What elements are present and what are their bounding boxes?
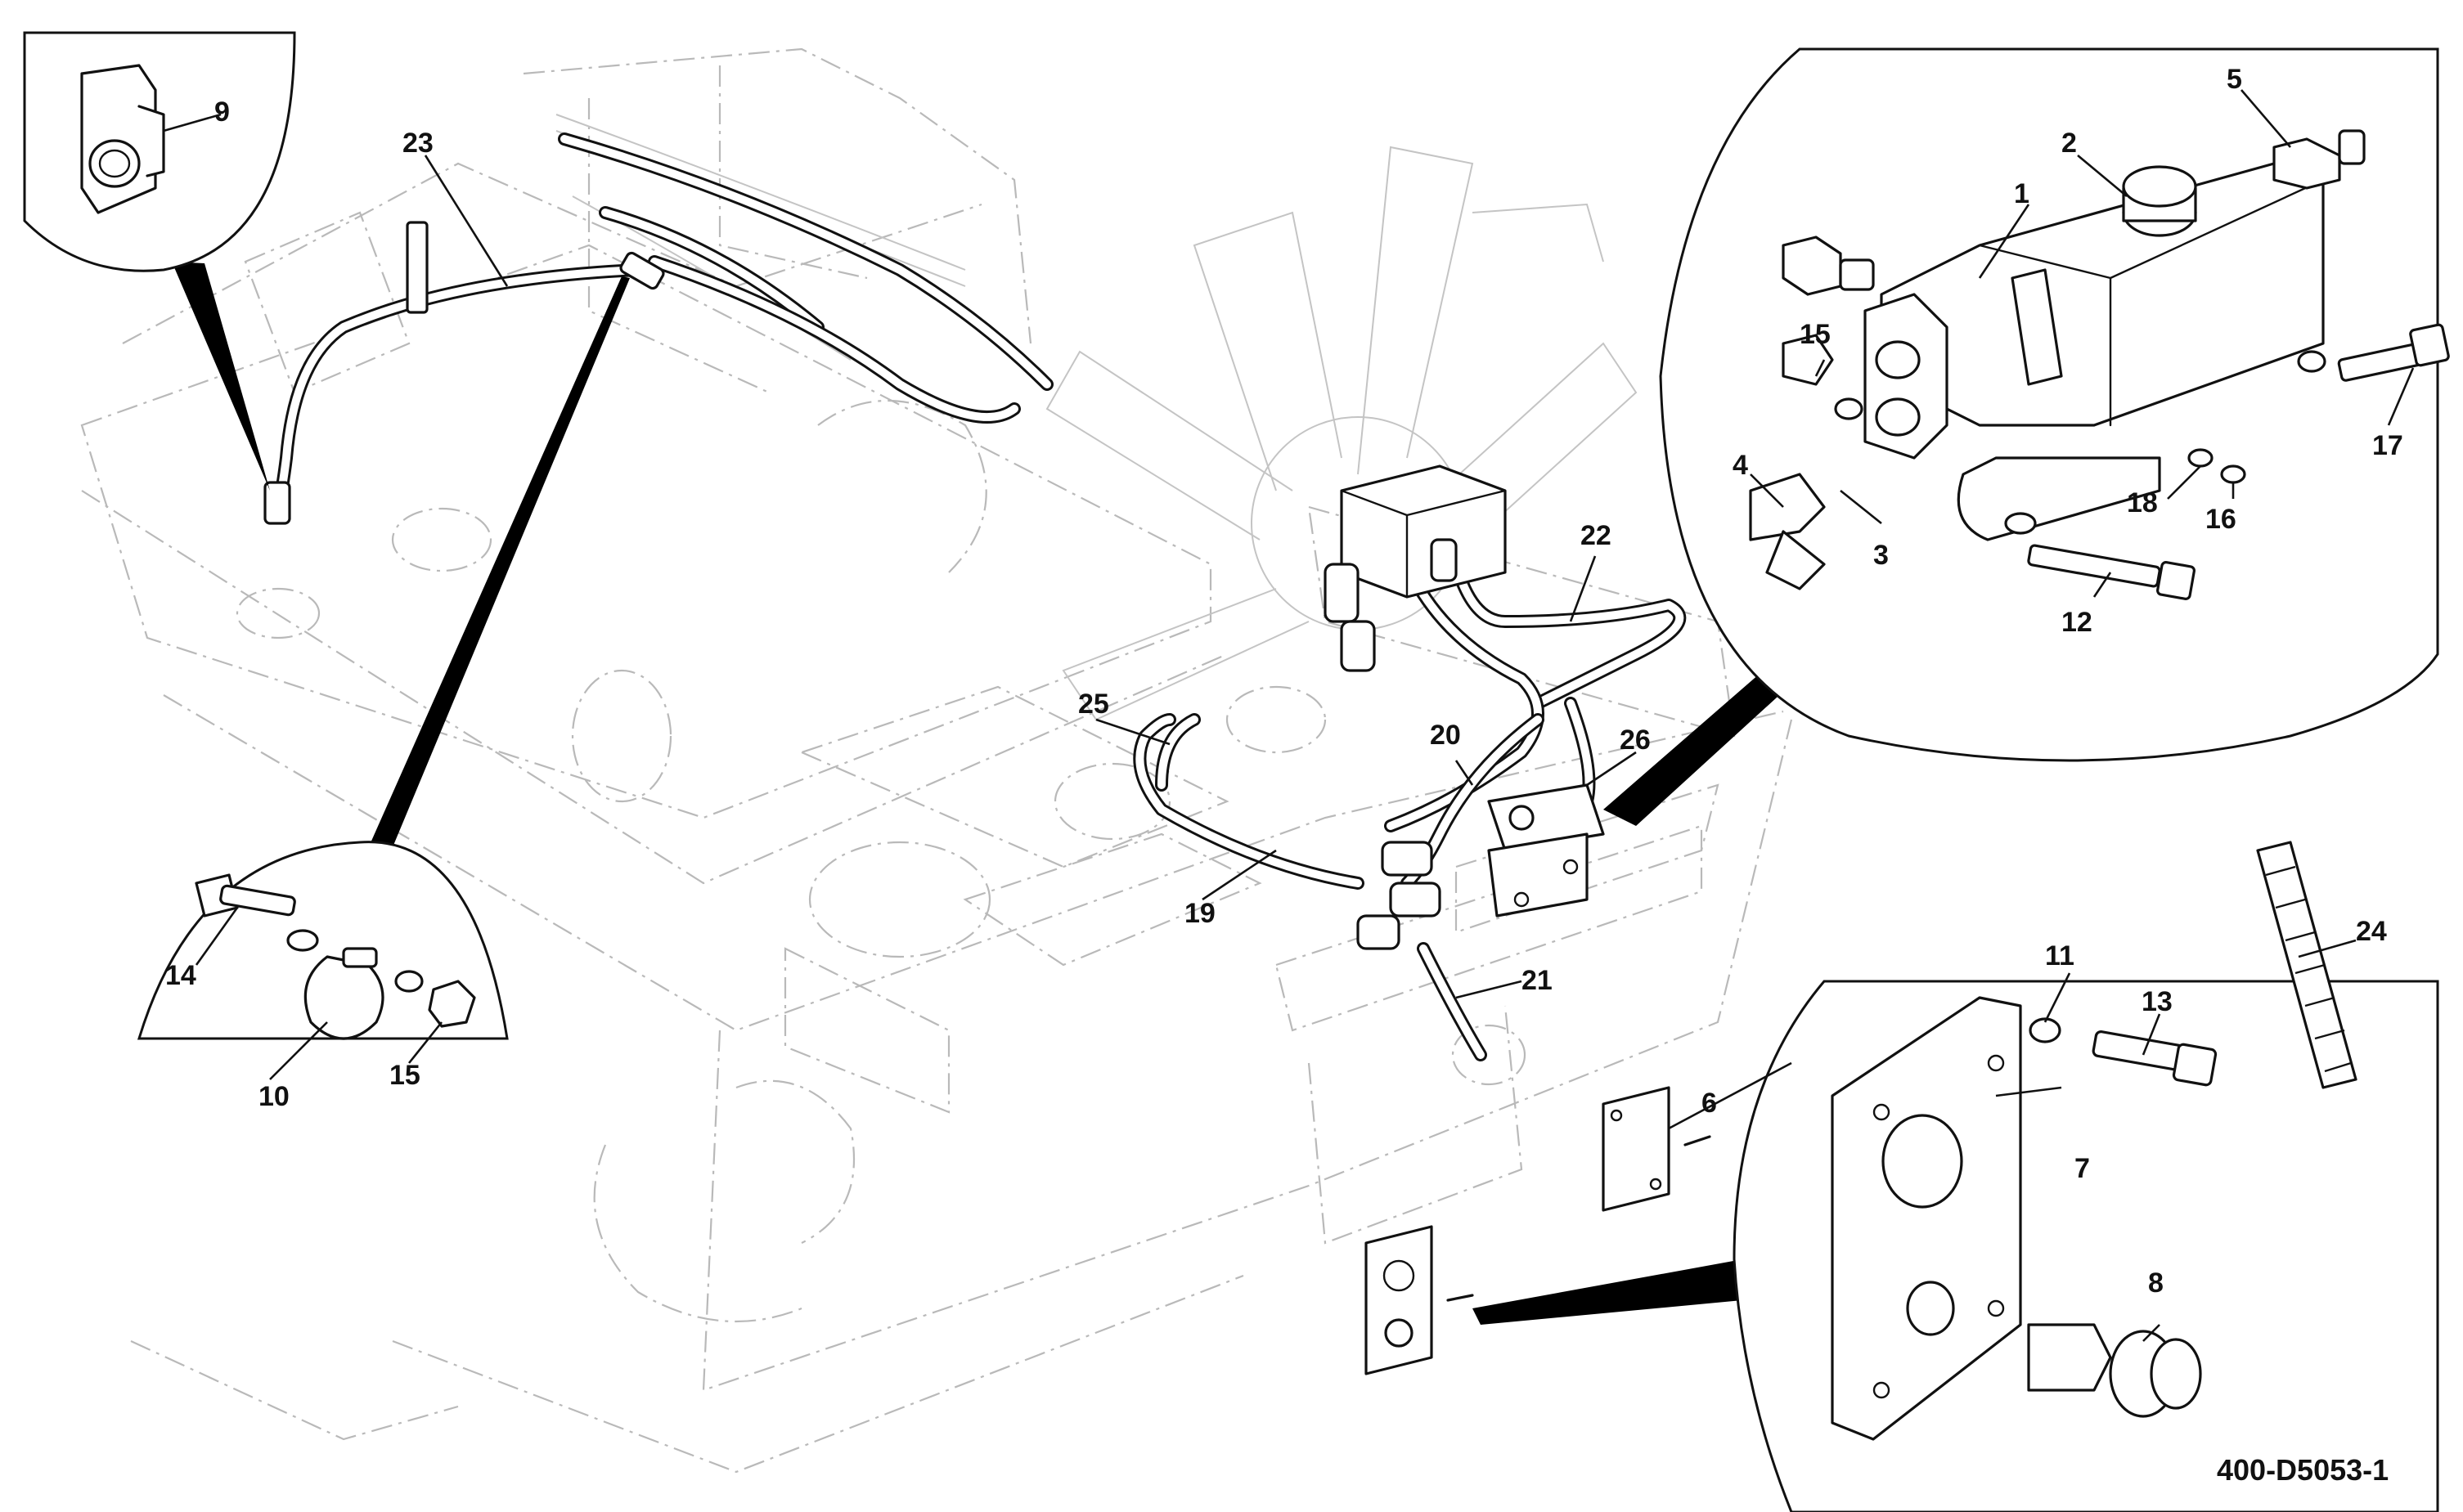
- valve-block: [1356, 783, 1605, 950]
- callout-13: 13: [2142, 986, 2173, 1017]
- callout-9: 9: [214, 96, 230, 128]
- drawing-number: 400-D5053-1: [2217, 1453, 2389, 1487]
- mounting-plates-on-frame: [1364, 1086, 1711, 1375]
- callout-7: 7: [2074, 1153, 2090, 1184]
- callout-1: 1: [2014, 178, 2029, 209]
- callout-20: 20: [1430, 720, 1461, 751]
- callout-4: 4: [1733, 450, 1748, 481]
- detail-clamp: [137, 276, 630, 1040]
- callout-18: 18: [2127, 487, 2158, 518]
- leader-lines: [163, 89, 2415, 1342]
- hydraulic-pump: [1324, 464, 1507, 672]
- callout-22: 22: [1580, 520, 1611, 551]
- spiral-wrap: [2256, 841, 2357, 1089]
- detail-valve-assembly: [1603, 47, 2450, 826]
- ghost-chassis: [80, 47, 1793, 1474]
- detail-9: [23, 31, 296, 491]
- callout-2: 2: [2061, 128, 2077, 159]
- callout-25: 25: [1078, 689, 1109, 720]
- callout-16: 16: [2205, 504, 2236, 535]
- callout-11: 11: [2045, 940, 2074, 971]
- callout-19: 19: [1184, 898, 1216, 929]
- callout-14: 14: [165, 960, 196, 991]
- callout-6: 6: [1701, 1088, 1717, 1119]
- callout-3: 3: [1873, 540, 1889, 571]
- callout-21: 21: [1521, 965, 1553, 996]
- callout-8: 8: [2148, 1267, 2164, 1299]
- callout-17: 17: [2372, 430, 2403, 461]
- callout-5: 5: [2227, 64, 2242, 95]
- hose-22: [1449, 558, 1687, 710]
- callout-23: 23: [402, 128, 434, 159]
- detail-plate: [1472, 980, 2439, 1512]
- callout-15b: 15: [389, 1060, 420, 1091]
- hose-assembly-group: [272, 132, 1687, 1061]
- callout-24: 24: [2356, 916, 2387, 947]
- callout-12: 12: [2061, 607, 2092, 638]
- callout-26: 26: [1620, 725, 1651, 756]
- hose-23-fittings: [263, 221, 665, 525]
- callout-labels: 1 2 3 4 5 6 7 8 9 10 11 12 13 14 15 15 1…: [165, 64, 2403, 1299]
- hose-23: [272, 263, 645, 514]
- callout-10: 10: [258, 1081, 290, 1112]
- callout-15a: 15: [1800, 319, 1831, 350]
